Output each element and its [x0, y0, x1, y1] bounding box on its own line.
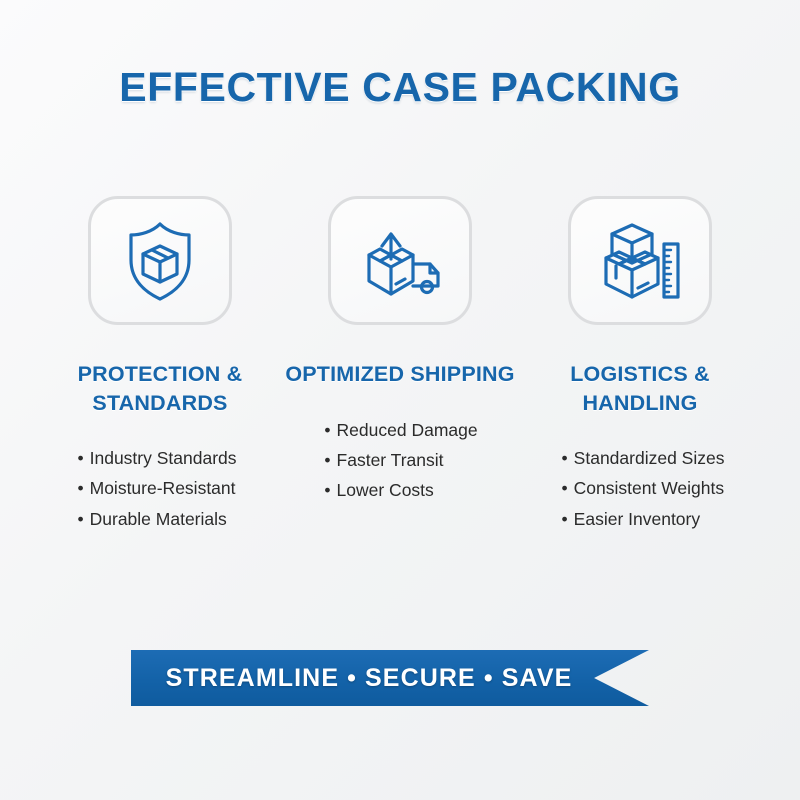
- bullet-text: Easier Inventory: [573, 508, 701, 529]
- bullet-text: Moisture-Resistant: [89, 478, 236, 499]
- bullet-dot-icon: •: [561, 478, 568, 499]
- list-item: •Durable Materials: [77, 504, 236, 534]
- bullet-list-logistics: •Standardized Sizes •Consistent Weights …: [562, 443, 725, 534]
- shield-box-icon: [121, 220, 199, 302]
- feature-column-shipping: OPTIMIZED SHIPPING •Reduced Damage •Fast…: [280, 196, 520, 551]
- list-item: •Industry Standards: [77, 443, 236, 473]
- bullet-dot-icon: •: [77, 508, 84, 529]
- icon-card-protection: [88, 196, 232, 325]
- bullet-text: Industry Standards: [89, 448, 237, 469]
- bullet-text: Lower Costs: [336, 480, 434, 501]
- list-item: •Consistent Weights: [562, 473, 725, 503]
- stacked-boxes-ruler-icon: [594, 218, 686, 304]
- bullet-list-protection: •Industry Standards •Moisture-Resistant …: [77, 443, 236, 534]
- bullet-text: Reduced Damage: [336, 419, 478, 440]
- bullet-dot-icon: •: [324, 419, 331, 440]
- bullet-dot-icon: •: [77, 448, 84, 469]
- list-item: •Standardized Sizes: [562, 443, 725, 473]
- feature-column-logistics: LOGISTICS & HANDLING •Standardized Sizes…: [520, 196, 760, 551]
- bullet-text: Faster Transit: [336, 449, 444, 470]
- feature-columns: PROTECTION & STANDARDS •Industry Standar…: [0, 196, 800, 551]
- ribbon-shape: [131, 650, 649, 706]
- icon-card-shipping: [328, 196, 472, 325]
- list-item: •Faster Transit: [324, 445, 477, 475]
- box-arrow-truck-icon: [352, 219, 448, 303]
- ribbon-banner: STREAMLINE • SECURE • SAVE: [131, 650, 649, 706]
- list-item: •Easier Inventory: [562, 504, 725, 534]
- column-heading-logistics: LOGISTICS & HANDLING: [570, 362, 710, 415]
- icon-card-logistics: [568, 196, 712, 325]
- list-item: •Moisture-Resistant: [77, 473, 236, 503]
- page-title: EFFECTIVE CASE PACKING: [119, 64, 681, 110]
- bullet-list-shipping: •Reduced Damage •Faster Transit •Lower C…: [324, 415, 477, 506]
- bullet-dot-icon: •: [561, 508, 568, 529]
- bullet-text: Standardized Sizes: [573, 448, 725, 469]
- bullet-text: Consistent Weights: [573, 478, 725, 499]
- list-item: •Lower Costs: [324, 475, 477, 505]
- ribbon-banner-text: STREAMLINE • SECURE • SAVE: [165, 663, 573, 692]
- bullet-dot-icon: •: [324, 480, 331, 501]
- list-item: •Reduced Damage: [324, 415, 477, 445]
- bullet-dot-icon: •: [561, 448, 568, 469]
- bullet-dot-icon: •: [324, 449, 331, 470]
- bullet-text: Durable Materials: [89, 508, 227, 529]
- column-heading-protection: PROTECTION & STANDARDS: [77, 362, 243, 415]
- bullet-dot-icon: •: [77, 478, 84, 499]
- column-heading-shipping: OPTIMIZED SHIPPING: [285, 362, 515, 386]
- feature-column-protection: PROTECTION & STANDARDS •Industry Standar…: [40, 196, 280, 551]
